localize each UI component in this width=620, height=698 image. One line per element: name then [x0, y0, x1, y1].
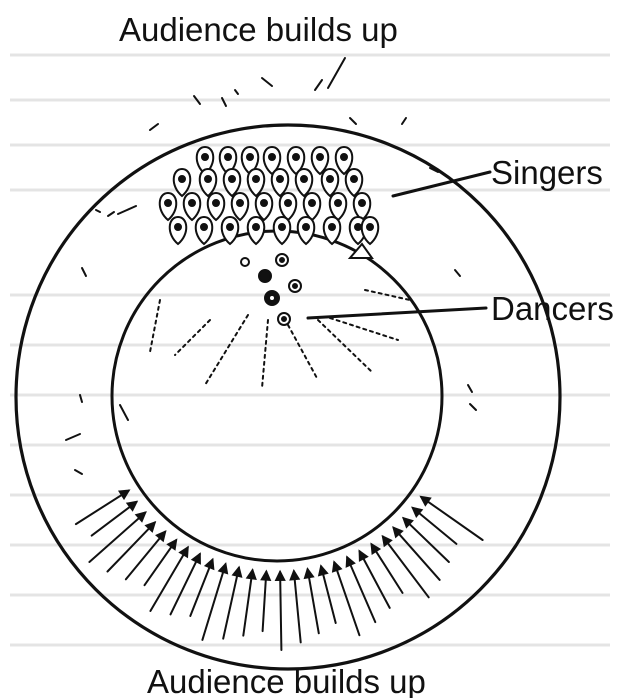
singer-head	[285, 200, 291, 206]
inner-motion-arrows	[150, 290, 410, 388]
singer-head	[253, 176, 259, 182]
dancers-pointer-line	[308, 308, 486, 318]
audience-arrowhead	[347, 557, 354, 566]
dancers-group	[241, 254, 301, 325]
dancers-label: Dancers	[491, 290, 614, 327]
audience-marks-side	[66, 168, 476, 474]
singer-head	[253, 224, 259, 230]
audience-arrowhead	[421, 497, 430, 505]
singer-head	[189, 200, 195, 206]
singer-head	[277, 176, 283, 182]
singers-label: Singers	[491, 154, 603, 191]
audience-arrow	[421, 497, 482, 540]
singer-head	[317, 154, 323, 160]
audience-arrowhead	[120, 491, 129, 499]
singer-head	[175, 224, 181, 230]
audience-arrow	[360, 551, 390, 608]
audience-arrowhead	[262, 572, 270, 580]
singer-head	[355, 224, 361, 230]
singer-head	[229, 176, 235, 182]
audience-arrowhead	[168, 540, 176, 549]
singer-head	[247, 154, 253, 160]
singer-head	[201, 224, 207, 230]
singer-head	[269, 154, 275, 160]
audience-arrowhead	[193, 554, 200, 563]
audience-arrows-bottom	[76, 491, 483, 650]
singer-head	[309, 200, 315, 206]
singer-head	[205, 176, 211, 182]
singer-head	[359, 200, 365, 206]
singer-head	[202, 154, 208, 160]
singer-head	[213, 200, 219, 206]
audience-arrowhead	[206, 560, 214, 569]
singer-head	[327, 176, 333, 182]
audience-arrow	[89, 513, 145, 562]
audience-arrow	[243, 570, 252, 635]
audience-arrow	[150, 548, 187, 611]
singer-head	[329, 224, 335, 230]
singer-head	[341, 154, 347, 160]
audience-arrowhead	[333, 562, 341, 571]
singer-head	[367, 224, 373, 230]
audience-arrow	[294, 571, 301, 642]
singer-head	[261, 200, 267, 206]
audience-arrowhead	[291, 571, 299, 579]
singer-head	[303, 224, 309, 230]
audience-arrow	[394, 528, 440, 580]
singer-head	[237, 200, 243, 206]
audience-arrowhead	[180, 548, 188, 557]
audience-arrowhead	[276, 572, 284, 580]
audience-arrowhead	[247, 570, 255, 579]
audience-arrow	[280, 572, 281, 650]
audience-top-label: Audience builds up	[119, 11, 398, 48]
audience-arrowhead	[305, 569, 313, 578]
singer-head	[179, 176, 185, 182]
audience-arrowhead	[219, 564, 227, 573]
audience-arrow	[223, 568, 239, 639]
singer-head	[351, 176, 357, 182]
audience-marks-top	[96, 58, 406, 216]
singers-pointer-line	[393, 172, 490, 196]
audience-arrowhead	[319, 566, 327, 575]
singer-head	[165, 200, 171, 206]
audience-arrow	[108, 523, 155, 572]
singer-head	[335, 200, 341, 206]
singers-cluster	[160, 147, 379, 258]
singer-head	[227, 224, 233, 230]
singer-head	[293, 154, 299, 160]
audience-arrow	[334, 562, 359, 635]
audience-arrow	[404, 518, 449, 562]
audience-arrowhead	[233, 568, 241, 577]
audience-arrow	[126, 532, 165, 580]
audience-bottom-label: Audience builds up	[147, 663, 426, 698]
singer-head	[279, 224, 285, 230]
audience-arrow	[308, 569, 319, 633]
singer-head	[225, 154, 231, 160]
singer-head	[301, 176, 307, 182]
audience-arrowhead	[360, 551, 367, 560]
